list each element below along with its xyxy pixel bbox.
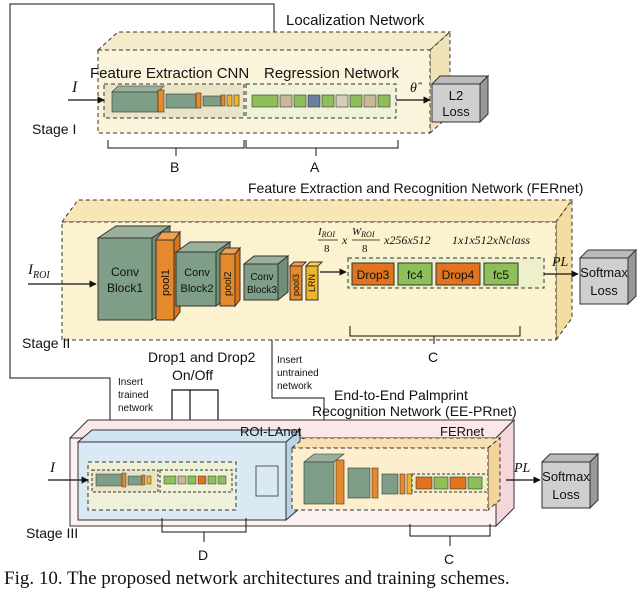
dim-right: 1x1x512xNclass <box>452 233 530 247</box>
stage3-input-label: I <box>49 460 56 476</box>
frac1-num: IROI <box>317 226 335 239</box>
insert-untrained-3: network <box>277 381 313 392</box>
brace-a <box>245 140 399 156</box>
brace-a-label: A <box>310 159 320 175</box>
stage1-regression-layers <box>251 94 391 108</box>
insert-untrained-connector <box>271 340 327 437</box>
brace-c-stage2 <box>349 326 521 344</box>
frac1-den: 8 <box>324 243 330 255</box>
conv3-line2: Block3 <box>247 285 277 296</box>
l2-loss-line2: Loss <box>442 104 470 119</box>
stage3-roi-output <box>255 465 279 497</box>
stage2-loss-line2: Loss <box>590 283 618 298</box>
stage2-input-label: IROI <box>27 262 50 281</box>
brace-b-label: B <box>170 159 179 175</box>
insert-trained-2: trained <box>118 390 149 401</box>
brace-d-label: D <box>198 547 208 563</box>
pool3-label: pool3 <box>291 274 301 296</box>
stage1-label: Stage I <box>32 121 76 137</box>
stage3-loss-line1: Softmax <box>542 469 590 484</box>
drop4-label: Drop4 <box>442 268 475 282</box>
roi-lanet-label: ROI-LAnet <box>240 424 302 439</box>
conv3-line1: Conv <box>250 272 273 283</box>
stage2-title: Feature Extraction and Recognition Netwo… <box>248 180 583 196</box>
lrn-label: LRN <box>307 274 317 292</box>
stage3-label: Stage III <box>26 525 78 541</box>
stage3-title-line2: Recognition Network (EE-PRnet) <box>312 403 517 419</box>
stage3-roi-layers <box>95 472 227 488</box>
l2-loss-box <box>430 74 490 124</box>
stage2-label: Stage II <box>22 335 70 351</box>
brace-c-stage2-label: C <box>428 349 438 365</box>
stage2-softmax-box <box>578 248 638 306</box>
dim-left: x256x512 <box>383 233 431 247</box>
fc4-layer <box>397 262 433 286</box>
frac-x: x <box>341 233 348 247</box>
pool2-layer <box>218 246 242 308</box>
fc5-label: fc5 <box>493 268 509 282</box>
lrn-layer <box>304 261 324 301</box>
pool2-label: pool2 <box>223 271 234 296</box>
insert-untrained-1: Insert <box>277 355 302 366</box>
stage1-input-label: I <box>71 79 78 96</box>
fc5-layer <box>483 262 519 286</box>
conv1-line1: Conv <box>111 265 139 279</box>
stage3-fernet-layers <box>303 453 413 505</box>
stage3-softmax-box <box>540 452 600 510</box>
frac2-num: WROI <box>352 226 375 239</box>
frac2-den: 8 <box>362 243 368 255</box>
drop-onoff-line1: Drop1 and Drop2 <box>148 349 256 365</box>
brace-b <box>107 140 245 156</box>
insert-untrained-2: untrained <box>277 368 319 379</box>
stage3-fc-layers <box>415 476 483 490</box>
dim-formula: IROI 8 x WROI 8 x256x512 1x1x512xNclass <box>317 226 530 255</box>
stage3-title-line1: End-to-End Palmprint <box>334 387 468 403</box>
conv-block3 <box>242 254 290 302</box>
conv1-line2: Block1 <box>107 281 143 295</box>
feature-cnn-label: Feature Extraction CNN <box>90 65 249 82</box>
brace-c-stage3 <box>409 524 491 546</box>
l2-loss-line1: L2 <box>449 88 463 103</box>
fc4-label: fc4 <box>407 268 423 282</box>
figure-caption: Fig. 10. The proposed network architectu… <box>4 568 510 589</box>
brace-c-stage3-label: C <box>444 551 454 567</box>
stage2-pl-label: PL <box>551 255 569 270</box>
stage3-pl-label: PL <box>513 461 531 476</box>
pool1-label: pool1 <box>160 269 172 296</box>
regression-label: Regression Network <box>264 65 400 82</box>
stage3-fernet-label: FERnet <box>440 424 484 439</box>
drop4-layer <box>435 262 481 286</box>
stage1-cnn-layers <box>111 85 240 113</box>
conv2-line2: Block2 <box>180 283 213 295</box>
conv2-line1: Conv <box>184 267 210 279</box>
stage3-loss-line2: Loss <box>552 487 580 502</box>
insert-trained-3: network <box>118 403 154 414</box>
drop3-label: Drop3 <box>357 268 390 282</box>
stage1-title: Localization Network <box>286 12 425 29</box>
insert-trained-connector <box>9 3 275 439</box>
brace-d <box>161 518 247 542</box>
pool3-layer <box>288 261 308 301</box>
drop-onoff-line2: On/Off <box>172 367 213 383</box>
drop3-layer <box>351 262 395 286</box>
stage2-loss-line1: Softmax <box>580 265 628 280</box>
insert-trained-1: Insert <box>118 377 143 388</box>
